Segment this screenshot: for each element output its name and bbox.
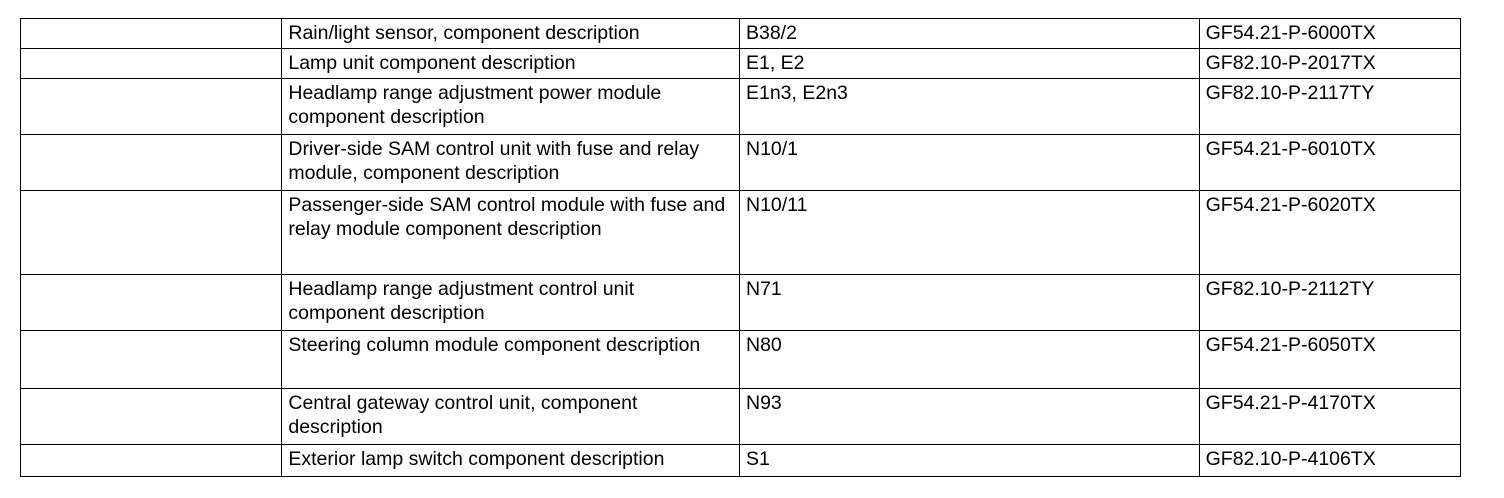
blank-cell — [19, 134, 283, 191]
description-cell: Rain/light sensor, component description — [281, 18, 740, 49]
reference-link[interactable]: GF82.10-P-2017TX — [1198, 48, 1462, 79]
reference-link[interactable]: GF82.10-P-4106TX — [1198, 444, 1462, 477]
code-cell: E1, E2 — [738, 48, 1200, 79]
blank-cell — [19, 78, 283, 135]
code-cell: N71 — [738, 274, 1200, 331]
reference-link[interactable]: GF54.21-P-6010TX — [1198, 134, 1462, 191]
table-row: Driver-side SAM control unit with fuse a… — [19, 134, 1462, 191]
blank-cell — [19, 388, 283, 445]
description-cell: Steering column module component descrip… — [281, 330, 740, 389]
reference-link[interactable]: GF82.10-P-2117TY — [1198, 78, 1462, 135]
table-row: Rain/light sensor, component description… — [19, 18, 1462, 49]
component-reference-table: Rain/light sensor, component description… — [19, 18, 1462, 477]
description-cell: Exterior lamp switch component descripti… — [281, 444, 740, 477]
description-cell: Headlamp range adjustment power module c… — [281, 78, 740, 135]
table-body: Rain/light sensor, component description… — [19, 18, 1462, 477]
blank-cell — [19, 330, 283, 389]
table-row: Central gateway control unit, component … — [19, 388, 1462, 445]
blank-cell — [19, 444, 283, 477]
reference-link[interactable]: GF54.21-P-4170TX — [1198, 388, 1462, 445]
table-row: Exterior lamp switch component descripti… — [19, 444, 1462, 477]
table-row: Headlamp range adjustment power module c… — [19, 78, 1462, 135]
description-cell: Passenger-side SAM control module with f… — [281, 190, 740, 275]
table-row: Lamp unit component description E1, E2 G… — [19, 48, 1462, 79]
blank-cell — [19, 18, 283, 49]
blank-cell — [19, 274, 283, 331]
table-row: Passenger-side SAM control module with f… — [19, 190, 1462, 275]
code-cell: S1 — [738, 444, 1200, 477]
reference-link[interactable]: GF82.10-P-2112TY — [1198, 274, 1462, 331]
description-cell: Central gateway control unit, component … — [281, 388, 740, 445]
code-cell: N10/1 — [738, 134, 1200, 191]
reference-link[interactable]: GF54.21-P-6020TX — [1198, 190, 1462, 275]
description-cell: Driver-side SAM control unit with fuse a… — [281, 134, 740, 191]
table-row: Headlamp range adjustment control unit c… — [19, 274, 1462, 331]
blank-cell — [19, 48, 283, 79]
blank-cell — [19, 190, 283, 275]
table-row: Steering column module component descrip… — [19, 330, 1462, 389]
code-cell: N93 — [738, 388, 1200, 445]
code-cell: N10/11 — [738, 190, 1200, 275]
code-cell: E1n3, E2n3 — [738, 78, 1200, 135]
code-cell: N80 — [738, 330, 1200, 389]
description-cell: Headlamp range adjustment control unit c… — [281, 274, 740, 331]
code-cell: B38/2 — [738, 18, 1200, 49]
description-cell: Lamp unit component description — [281, 48, 740, 79]
reference-link[interactable]: GF54.21-P-6050TX — [1198, 330, 1462, 389]
reference-link[interactable]: GF54.21-P-6000TX — [1198, 18, 1462, 49]
